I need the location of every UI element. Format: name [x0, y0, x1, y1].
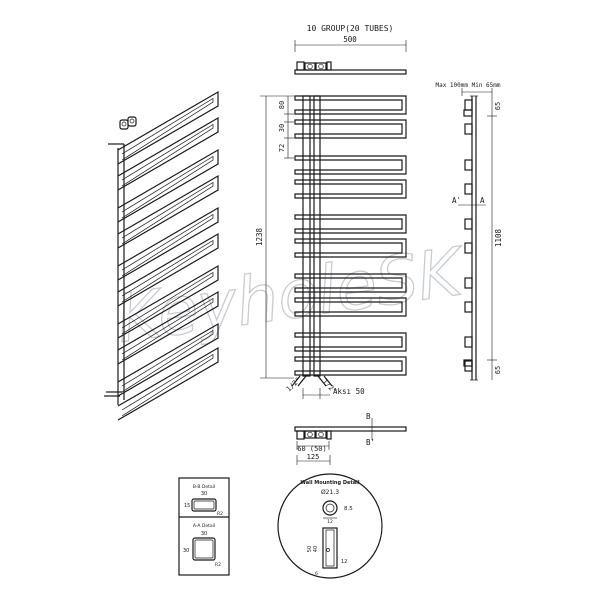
dim-top-65: 65: [494, 102, 502, 110]
side-bar-end-4: [464, 183, 473, 195]
iso-tube-inner-9: [121, 329, 214, 393]
iso-tube-6: [117, 232, 219, 307]
dim-72: 72: [278, 144, 286, 152]
wall-mount-d85: 8.5: [344, 506, 353, 512]
wall-mount-d12-top: 12: [327, 519, 333, 525]
iso-tube-inner-10: [121, 353, 214, 417]
section-details: B-B Detail 30 15 R2 A-A Detail 30 30 R2: [178, 477, 230, 576]
front-bar-6: [294, 238, 407, 258]
front-bar-3: [294, 155, 407, 175]
side-bar-end-7: [464, 277, 473, 289]
aa-radius: R2: [215, 562, 221, 568]
side-bar-end-10: [464, 360, 473, 372]
iso-tube-7: [117, 264, 219, 339]
wall-mount-d12-side: 12: [341, 559, 347, 565]
dim-80: 80: [278, 101, 286, 109]
wall-mount-ring: [322, 500, 338, 516]
side-bracket-top: [463, 109, 473, 117]
front-elevation: 10 GROUP(20 TUBES) 500 1238: [255, 24, 407, 465]
iso-valves: [104, 116, 137, 397]
section-b: B: [366, 412, 371, 421]
aa-dim-w: 30: [201, 531, 207, 537]
iso-tube-inner-4: [121, 181, 214, 245]
wall-mount-title: Wall Mounting Detail: [300, 480, 359, 486]
wall-mount-d40: 40: [313, 546, 319, 552]
wall-mounting-detail: Wall Mounting Detail Ø21.3 8.5 12 50 40 …: [277, 473, 383, 579]
top-plan-valves: [296, 61, 332, 71]
iso-tube-inner-8: [121, 297, 214, 361]
dim-aks-50: Aksı 50: [333, 387, 365, 396]
iso-tube-group: [117, 90, 219, 421]
front-bar-2: [294, 119, 407, 139]
aa-profile: [192, 537, 216, 561]
section-b-prime: B': [366, 438, 375, 447]
bottom-pipe-right: [317, 375, 327, 387]
bb-radius: R2: [217, 511, 223, 517]
title-label: 10 GROUP(20 TUBES): [307, 24, 394, 33]
side-bar-end-3: [464, 159, 473, 171]
iso-tube-inner-7: [121, 271, 214, 335]
iso-tube-8: [117, 290, 219, 365]
iso-tube-inner-2: [121, 123, 214, 187]
side-bar-end-6: [464, 242, 473, 254]
dim-width-500: 500: [343, 35, 357, 44]
iso-tube-inner-3: [121, 155, 214, 219]
iso-tube-4: [117, 174, 219, 249]
side-bar-end-1: [464, 99, 473, 111]
side-bar-end-8: [464, 301, 473, 313]
side-bar-end-5: [464, 218, 473, 230]
side-bar-end-2: [464, 123, 473, 135]
front-bar-7: [294, 273, 407, 293]
bb-dim-w: 30: [201, 491, 207, 497]
bb-profile: [191, 498, 217, 512]
dim-bottom-65: 65: [494, 366, 502, 374]
front-bar-9: [294, 332, 407, 352]
iso-tube-9: [117, 322, 219, 397]
mount-depth-label: Max 100mm Min 65mm: [435, 82, 500, 89]
bb-detail-title: B-B Detail: [193, 484, 215, 490]
dim-60-50: 60 (50): [297, 445, 327, 453]
wall-mount-bracket: [322, 527, 338, 569]
iso-tube-inner-1: [121, 97, 214, 161]
iso-tube-2: [117, 116, 219, 191]
watermark: KeyholeSK: [112, 233, 471, 358]
bottom-pipe-left: [291, 375, 301, 387]
front-bar-group: [294, 95, 407, 376]
aa-detail-title: A-A Detail: [193, 523, 215, 529]
iso-tube-1: [117, 90, 219, 165]
wall-mount-d6: 6: [315, 571, 318, 577]
iso-tube-10: [117, 346, 219, 421]
bb-dim-h: 15: [184, 503, 190, 509]
front-bar-4: [294, 179, 407, 199]
side-bar-ends: [464, 99, 473, 372]
dim-height-1108: 1108: [494, 228, 503, 247]
bottom-plan-bar: [294, 426, 407, 432]
front-bar-10: [294, 356, 407, 376]
dim-height-1238: 1238: [255, 227, 264, 246]
front-bar-5: [294, 214, 407, 234]
aa-dim-h: 30: [183, 548, 189, 554]
iso-tube-inner-5: [121, 213, 214, 277]
isometric-view: [104, 90, 219, 421]
front-bar-8: [294, 297, 407, 317]
iso-tube-inner-6: [121, 239, 214, 303]
iso-tube-5: [117, 206, 219, 281]
front-bar-1: [294, 95, 407, 115]
dim-30: 30: [278, 124, 286, 132]
section-a-prime: A': [452, 196, 461, 205]
dim-125: 125: [307, 453, 320, 461]
bottom-plan-valves: [296, 430, 332, 440]
section-a: A: [480, 196, 485, 205]
side-bar-end-9: [464, 336, 473, 348]
wall-mount-d50: 50: [307, 546, 313, 552]
iso-tube-3: [117, 148, 219, 223]
wall-mount-dia: Ø21.3: [321, 489, 339, 496]
side-elevation: Max 100mm Min 65mm A' A 65 1108 65: [435, 82, 503, 381]
top-plan-bar: [294, 69, 407, 75]
